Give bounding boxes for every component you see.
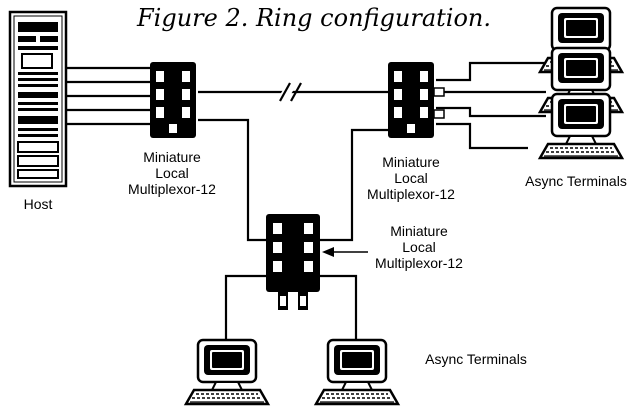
multiplexor-3-icon xyxy=(266,214,320,310)
link-break-marks xyxy=(278,81,302,103)
pointer-arrow xyxy=(322,247,368,257)
figure-title: Figure 2. Ring configuration. xyxy=(136,4,491,32)
terminal-icon xyxy=(184,338,270,406)
async-terminals-label-bottom: Async Terminals xyxy=(425,351,527,367)
svg-text:Local: Local xyxy=(155,165,188,181)
multiplexor-2-label: Miniature Local Multiplexor-12 xyxy=(367,154,455,202)
host-label: Host xyxy=(24,196,53,212)
multiplexor-2-icon xyxy=(388,62,445,138)
svg-text:Miniature: Miniature xyxy=(143,149,201,165)
host-computer-icon xyxy=(8,10,68,188)
multiplexor-1-icon xyxy=(150,62,196,138)
async-terminals-label-right: Async Terminals xyxy=(525,173,627,189)
multiplexor-3-label: Miniature Local Multiplexor-12 xyxy=(375,223,463,271)
svg-text:Multiplexor-12: Multiplexor-12 xyxy=(375,255,463,271)
svg-text:Miniature: Miniature xyxy=(382,154,440,170)
svg-text:Multiplexor-12: Multiplexor-12 xyxy=(367,186,455,202)
network-wiring xyxy=(66,61,548,344)
svg-text:Local: Local xyxy=(394,170,427,186)
multiplexor-1-label: Miniature Local Multiplexor-12 xyxy=(128,149,216,197)
svg-text:Multiplexor-12: Multiplexor-12 xyxy=(128,181,216,197)
terminal-icon xyxy=(538,92,624,160)
svg-text:Miniature: Miniature xyxy=(390,223,448,239)
terminal-icon xyxy=(314,338,400,406)
svg-text:Local: Local xyxy=(402,239,435,255)
